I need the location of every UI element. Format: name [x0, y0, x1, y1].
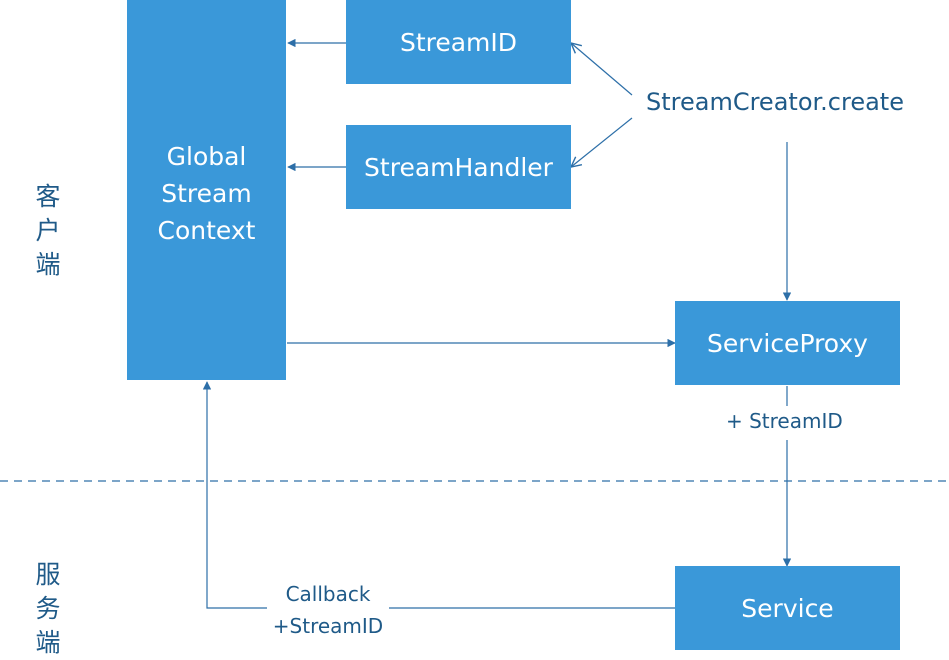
service-node: Service: [675, 566, 900, 650]
callback-label-line-1: Callback: [285, 582, 371, 606]
callback-label: Callback +StreamID: [267, 578, 389, 642]
label-gap-callback: [267, 578, 389, 640]
service-label: Service: [741, 593, 834, 623]
client-region-label: 客 户 端: [33, 180, 63, 282]
global-stream-context-node: Global Stream Context: [127, 0, 286, 380]
global-context-line-1: Global: [166, 142, 247, 171]
service-proxy-node: ServiceProxy: [675, 301, 900, 385]
client-char-3: 端: [35, 250, 61, 279]
callback-label-line-2: +StreamID: [272, 614, 384, 638]
server-char-2: 务: [35, 594, 61, 623]
service-proxy-label: ServiceProxy: [707, 328, 868, 358]
global-context-line-2: Stream: [161, 179, 252, 208]
server-char-1: 服: [35, 560, 61, 589]
label-gap-proxy: [718, 406, 858, 440]
edge-creator-to-handler: [571, 117, 633, 167]
global-context-line-3: Context: [157, 216, 256, 245]
client-char-1: 客: [35, 182, 61, 211]
edge-creator-to-streamid: [571, 43, 633, 96]
edge-service-callback-to-context: [202, 381, 675, 609]
stream-id-node: StreamID: [346, 0, 571, 84]
stream-handler-node: StreamHandler: [346, 125, 571, 209]
stream-creator-create-label: StreamCreator.create: [646, 88, 904, 116]
stream-id-label: StreamID: [399, 27, 518, 57]
server-char-3: 端: [35, 628, 61, 657]
proxy-to-service-label: + StreamID: [726, 409, 843, 433]
server-region-label: 服 务 端: [33, 558, 63, 660]
client-char-2: 户: [35, 216, 61, 245]
stream-handler-label: StreamHandler: [364, 152, 553, 182]
